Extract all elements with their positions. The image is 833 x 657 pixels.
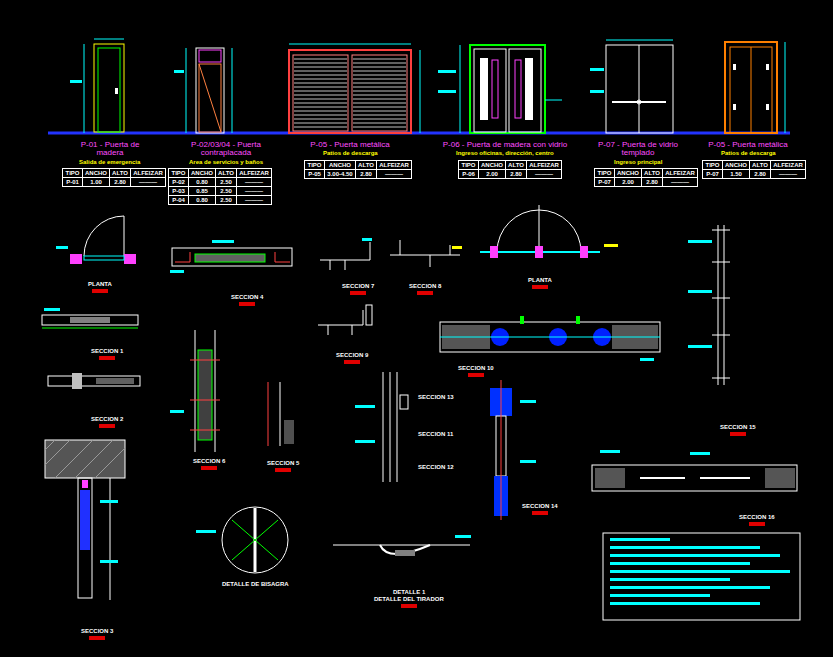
door-title: P-06 - Puerta de madera con vidrio: [440, 141, 570, 149]
table-cell: 2.80: [641, 177, 663, 187]
table-cell: ———: [236, 195, 272, 205]
door-use: Salida de emergencia: [79, 159, 140, 165]
scale-mark: [344, 360, 360, 364]
scale-mark: [350, 291, 366, 295]
door-title: P-02/03/04 - Puerta contraplacada: [180, 141, 272, 158]
door-title: P-07 - Puerta de vidrio templado: [592, 141, 684, 158]
table-cell: ———: [662, 177, 698, 187]
section-label: SECCION 13: [418, 394, 454, 400]
door-use: Area de servicios y baños: [189, 159, 263, 165]
section-label: SECCION 1: [91, 348, 123, 354]
table-cell: 0.80: [188, 195, 216, 205]
scale-mark: [201, 466, 217, 470]
table-cell: 2.80: [355, 169, 377, 179]
door-use: Patios de descarga: [323, 150, 378, 156]
table-cell: ———: [130, 177, 166, 187]
section-label: SECCION 5: [267, 460, 299, 466]
table-cell: ———: [376, 169, 412, 179]
door-title: P-05 - Puerta metálica: [275, 141, 425, 149]
scale-mark: [417, 291, 433, 295]
table-cell: ———: [770, 169, 806, 179]
table-cell: P-04: [168, 195, 189, 205]
section-label: PLANTA: [528, 277, 552, 283]
scale-mark: [99, 424, 115, 428]
scale-mark: [532, 511, 548, 515]
section-label: SECCION 6: [193, 458, 225, 464]
table-cell: P-01: [62, 177, 83, 187]
table-cell: P-07: [594, 177, 615, 187]
section-label: DETALLE DE BISAGRA: [222, 581, 289, 587]
table-cell: 1.50: [722, 169, 750, 179]
section-label: SECCION 7: [342, 283, 374, 289]
table-cell: P-06: [458, 169, 479, 179]
door-use: Patios de descarga: [721, 150, 776, 156]
section-label: SECCION 2: [91, 416, 123, 422]
door-title: P-01 - Puerta de madera: [71, 141, 149, 158]
section-label: SECCION 16: [739, 514, 775, 520]
scale-mark: [89, 636, 105, 640]
section-label: SECCION 3: [81, 628, 113, 634]
section-label: DETALLE 1: [393, 589, 425, 595]
table-cell: ———: [526, 169, 562, 179]
section-label: DETALLE DEL TIRADOR: [374, 596, 444, 602]
scale-mark: [92, 289, 108, 293]
section-label: SECCION 14: [522, 503, 558, 509]
scale-mark: [275, 468, 291, 472]
section-label: SECCION 9: [336, 352, 368, 358]
table-cell: 2.80: [749, 169, 771, 179]
table-cell: 3.00-4.50: [324, 169, 356, 179]
table-cell: P-07: [702, 169, 723, 179]
scale-mark: [468, 373, 484, 377]
section-label: SECCION 15: [720, 424, 756, 430]
table-cell: 2.80: [109, 177, 131, 187]
table-cell: 2.50: [215, 195, 237, 205]
scale-mark: [730, 432, 746, 436]
table-cell: P-05: [304, 169, 325, 179]
scale-mark: [401, 604, 417, 608]
scale-mark: [99, 356, 115, 360]
door-use: Ingreso principal: [614, 159, 662, 165]
table-cell: 2.80: [505, 169, 527, 179]
section-label: SECCION 10: [458, 365, 494, 371]
section-label: SECCION 8: [409, 283, 441, 289]
table-cell: 2.00: [478, 169, 506, 179]
section-label: SECCION 11: [418, 431, 453, 437]
scale-mark: [532, 285, 548, 289]
section-label: SECCION 12: [418, 464, 454, 470]
door-use: Ingreso oficinas, dirección, centro: [456, 150, 554, 156]
table-cell: 2.00: [614, 177, 642, 187]
table-cell: 1.00: [82, 177, 110, 187]
door-title: P-05 - Puerta metálica: [673, 141, 823, 149]
scale-mark: [749, 522, 765, 526]
scale-mark: [239, 302, 255, 306]
section-label: SECCION 4: [231, 294, 263, 300]
section-label: PLANTA: [88, 281, 112, 287]
